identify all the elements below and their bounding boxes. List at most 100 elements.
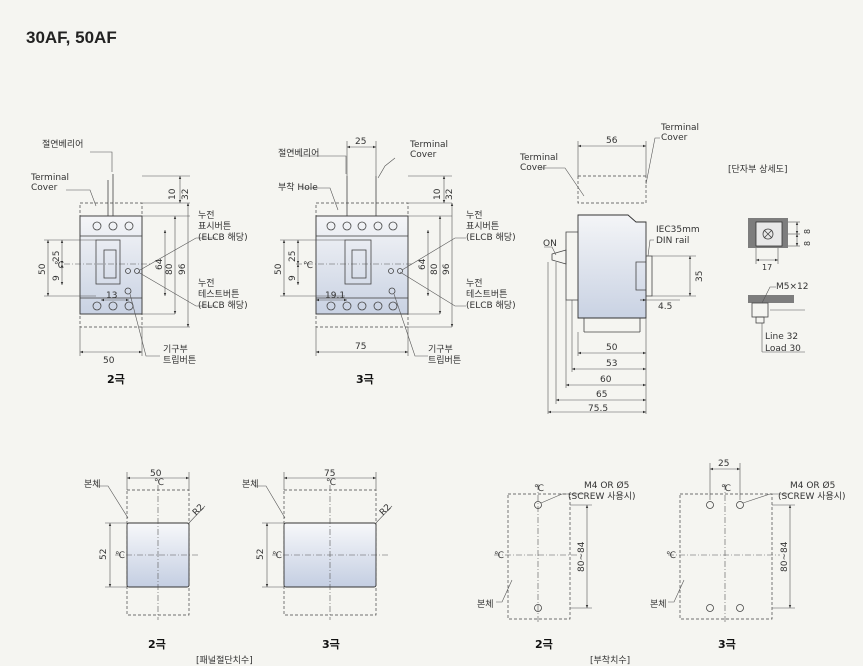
centerline-panel-2p-side: ℃: [115, 551, 125, 561]
leak-indicator-label-3p: 누전: [466, 210, 483, 221]
trip-button-label-3p-line2: 트립버튼: [428, 355, 461, 366]
dim-8-terminal-b: 8: [803, 241, 812, 246]
insulation-barrier-label-3p: 절연베리어: [278, 147, 319, 159]
mounting-caption: [부착치수]: [590, 654, 630, 666]
dim-80-3p: 80: [430, 263, 440, 275]
din-rail-label: IEC35mm: [656, 225, 700, 235]
dim-25-3p: 25: [355, 137, 366, 147]
dim-50-height-2p: 50: [38, 263, 48, 275]
leak-indicator-label-3p-line2: 표시버튼: [466, 221, 499, 232]
dim-75-panel-3p: 75: [324, 469, 335, 479]
caption-mount-3-pole: 3극: [718, 638, 736, 651]
side-view: [540, 137, 696, 414]
radius-r2-3p: R2: [378, 503, 394, 519]
trip-button-label-3p: 기구부: [428, 344, 453, 355]
panel-cutout-3-pole: [254, 472, 393, 620]
terminal-cover-label-3p-line2: Cover: [410, 150, 437, 160]
centerline-mount-2p-side: ℃: [494, 551, 504, 561]
caption-2-pole: 2극: [107, 373, 125, 386]
dim-17-terminal: 17: [762, 263, 772, 272]
test-button-label-3p-line2: 테스트버튼: [466, 289, 507, 300]
dim-75-5-side: 75.5: [588, 404, 608, 414]
dim-19-1-3p: 19.1: [325, 291, 345, 301]
dim-13-2p: 13: [106, 291, 117, 301]
panel-body-label-2p: 본체: [84, 479, 101, 490]
test-button-label-3p-line3: (ELCB 해당): [466, 300, 516, 311]
leak-indicator-label-2p-line3: (ELCB 해당): [198, 232, 248, 243]
test-button-label-2p-line3: (ELCB 해당): [198, 300, 248, 311]
dim-25-height-2p: 25: [52, 251, 62, 262]
panel-body-label-3p: 본체: [242, 479, 259, 490]
front-view-3-pole: [280, 141, 466, 357]
leak-indicator-label-2p-line2: 표시버튼: [198, 221, 231, 232]
dim-9-height-3p: 9: [288, 275, 298, 281]
leak-indicator-label-3p-line3: (ELCB 해당): [466, 232, 516, 243]
page-title: 30AF, 50AF: [26, 28, 117, 47]
trip-button-label-2p: 기구부: [163, 344, 188, 355]
caption-3-pole: 3극: [356, 373, 374, 386]
dim-32-3p: 32: [445, 189, 455, 200]
trip-button-label-2p-line2: 트립버튼: [163, 355, 196, 366]
terminal-cover-label-side-right-line2: Cover: [661, 133, 688, 143]
centerline-mount-3p-top: ℃: [721, 484, 731, 494]
radius-r2-2p: R2: [191, 503, 207, 519]
panel-cutout-2-pole: [96, 472, 206, 620]
dim-80-84-mount-2p: 80~84: [577, 541, 587, 572]
dim-52-panel-3p: 52: [256, 549, 266, 560]
dim-9-height-2p: 9: [52, 275, 62, 281]
centerline-mark-2p: ℃: [54, 261, 64, 271]
dim-52-panel-2p: 52: [99, 549, 109, 560]
terminal-cover-label-side: Terminal: [519, 153, 558, 163]
mount-hole-label-3p: 부착 Hole: [278, 182, 318, 193]
dim-64-3p: 64: [418, 258, 428, 270]
caption-panel-3-pole: 3극: [322, 638, 340, 651]
mount-screw-label-2p: M4 OR Ø5: [584, 480, 629, 491]
dim-10-2p: 10: [168, 188, 178, 200]
panel-cut-caption: [패널절단치수]: [196, 654, 253, 666]
on-position-label: ON: [543, 239, 557, 249]
front-view-2-pole: [44, 151, 216, 357]
centerline-panel-3p-side: ℃: [272, 551, 282, 561]
dim-65-side: 65: [596, 390, 607, 400]
mounting-3-pole: [668, 463, 795, 624]
centerline-mount-2p-top: ℃: [534, 484, 544, 494]
screw-size-label: M5×12: [776, 282, 808, 292]
mount-body-label-2p: 본체: [477, 599, 494, 610]
dim-4-5-side: 4.5: [658, 302, 672, 312]
terminal-cover-label-2p: Terminal: [30, 173, 69, 183]
dim-32-2p: 32: [181, 189, 191, 200]
dim-35-side: 35: [695, 271, 705, 282]
dim-8-terminal-a: 8: [803, 229, 812, 234]
dim-96-3p: 96: [442, 263, 452, 275]
load-length-label: Load 30: [765, 344, 801, 354]
dim-25-mount-3p: 25: [718, 459, 729, 469]
centerline-mark-3p: ℃: [303, 261, 313, 271]
leak-indicator-label-2p: 누전: [198, 210, 215, 221]
mount-screw-label-3p: M4 OR Ø5: [790, 480, 835, 491]
centerline-panel-3p-top: ℃: [326, 478, 336, 488]
caption-mount-2-pole: 2극: [535, 638, 553, 651]
terminal-detail-title: [단자부 상세도]: [728, 164, 788, 175]
terminal-detail: [748, 218, 805, 353]
dim-96-2p: 96: [178, 263, 188, 275]
caption-panel-2-pole: 2극: [148, 638, 166, 651]
test-button-label-2p: 누전: [198, 278, 215, 289]
dim-50-panel-2p: 50: [150, 469, 162, 479]
insulation-barrier-label-2p: 절연베리어: [42, 138, 83, 150]
mount-screw-label-3p-line2: (SCREW 사용시): [778, 491, 846, 502]
dim-80-2p: 80: [165, 263, 175, 275]
dim-60-side: 60: [600, 375, 612, 385]
centerline-mount-3p-side: ℃: [666, 551, 676, 561]
dim-25-height-3p: 25: [288, 251, 298, 262]
test-button-label-3p: 누전: [466, 278, 483, 289]
dim-50-2p: 50: [103, 356, 115, 366]
mounting-2-pole: [494, 484, 592, 624]
mount-body-label-3p: 본체: [650, 599, 667, 610]
mount-screw-label-2p-line2: (SCREW 사용시): [568, 491, 636, 502]
dim-53-side: 53: [606, 359, 617, 369]
dim-50-side: 50: [606, 343, 618, 353]
test-button-label-2p-line2: 테스트버튼: [198, 289, 239, 300]
dim-80-84-mount-3p: 80~84: [780, 541, 790, 572]
